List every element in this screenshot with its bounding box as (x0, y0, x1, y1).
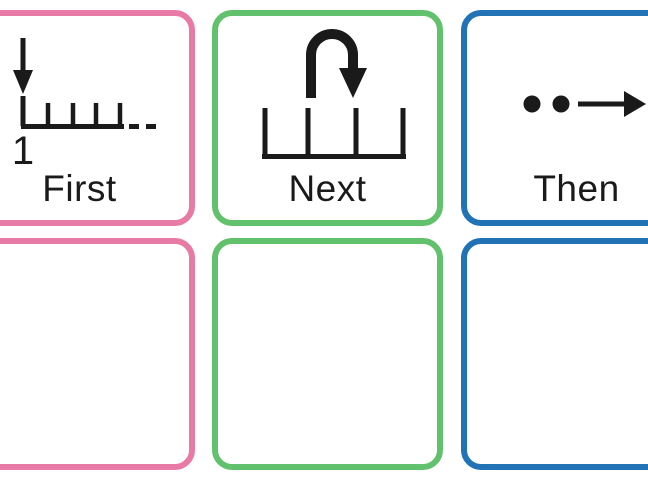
dots-icon (523, 95, 570, 113)
dots-arrow-icon (523, 91, 646, 117)
numberline-hop-icon (262, 29, 406, 159)
hop-arrow-icon (306, 29, 367, 98)
numberline-icon (20, 96, 124, 129)
card-first: 1 First (0, 10, 195, 226)
card-then: Then (461, 10, 648, 226)
right-arrow-icon (578, 91, 646, 117)
numberline-start-number: 1 (12, 129, 34, 173)
card-then-label: Then (533, 168, 620, 209)
numberline-icon (262, 108, 406, 159)
card-next-label: Next (288, 168, 367, 209)
numberline-first-icon: 1 (12, 38, 156, 173)
down-arrow-icon (13, 38, 33, 94)
card-empty-green (212, 238, 443, 470)
card-first-label: First (42, 168, 117, 209)
card-next: Next (212, 10, 443, 226)
card-empty-blue (461, 238, 648, 470)
card-empty-pink (0, 238, 195, 470)
